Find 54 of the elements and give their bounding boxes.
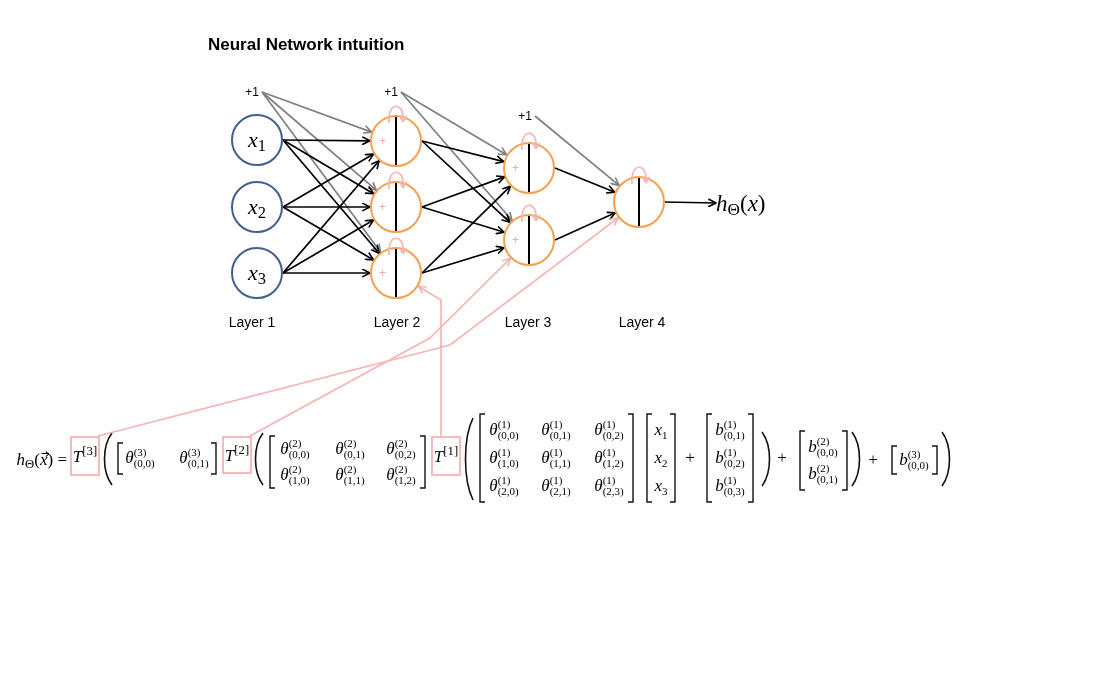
- highlighted-term-box: T$^{[3]}$: [70, 436, 100, 476]
- layer-label: Layer 1: [228, 313, 276, 331]
- vector-entry: x$_{1}$: [654, 419, 668, 443]
- highlighted-term-box: T$^{[2]}$: [222, 436, 252, 474]
- vector-entry: x$_{2}$: [654, 447, 668, 471]
- arrow: [554, 167, 616, 194]
- arrow: [534, 115, 620, 187]
- plus-sign: +: [379, 201, 386, 213]
- plus-operator: +: [777, 447, 787, 469]
- plus-sign: +: [379, 267, 386, 279]
- arrow: [421, 175, 506, 208]
- plus-sign: +: [379, 135, 386, 147]
- arrow: [261, 91, 378, 191]
- equation-left-side: h$_{Θ}$(x) =: [16, 449, 67, 473]
- vector-entry: x$_{3}$: [654, 475, 668, 499]
- plus-operator: +: [685, 447, 695, 469]
- plus-operator: +: [868, 449, 878, 471]
- arrow: [400, 91, 508, 156]
- arrow: [282, 139, 375, 195]
- highlighted-term-box: T$^{[1]}$: [431, 436, 461, 476]
- arrow: [421, 245, 506, 274]
- arrow: [421, 206, 506, 235]
- arrow: [249, 257, 512, 437]
- arrow: [417, 285, 442, 437]
- diagram-title: Neural Network intuition: [208, 35, 405, 55]
- arrow: [282, 136, 371, 146]
- bias-label: +1: [242, 84, 262, 100]
- arrow: [282, 202, 371, 212]
- arrow: [554, 211, 617, 241]
- layer-label: Layer 2: [373, 313, 421, 331]
- layer-label: Layer 4: [618, 313, 666, 331]
- arrow: [282, 268, 371, 278]
- arrow: [421, 140, 505, 165]
- bias-label: +1: [515, 108, 535, 124]
- arrow: [282, 153, 375, 208]
- arrow: [421, 140, 511, 224]
- input-node: x$_{1}$: [231, 114, 283, 166]
- input-node: x$_{3}$: [231, 247, 283, 299]
- plus-sign: +: [512, 162, 519, 174]
- layer-label: Layer 3: [504, 313, 552, 331]
- arrow: [282, 219, 375, 274]
- arrow: [282, 139, 381, 255]
- input-node: x$_{2}$: [231, 181, 283, 233]
- bias-label: +1: [381, 84, 401, 100]
- arrow: [282, 159, 380, 274]
- arrow: [261, 91, 382, 253]
- arrow: [421, 185, 512, 274]
- plus-sign: +: [512, 234, 519, 246]
- arrow: [261, 91, 373, 134]
- arrow: [400, 91, 513, 222]
- arrow: [282, 206, 375, 261]
- arrow: [664, 198, 717, 208]
- arrow: [97, 216, 620, 437]
- output-label: h$_{Θ}$(x): [716, 188, 784, 218]
